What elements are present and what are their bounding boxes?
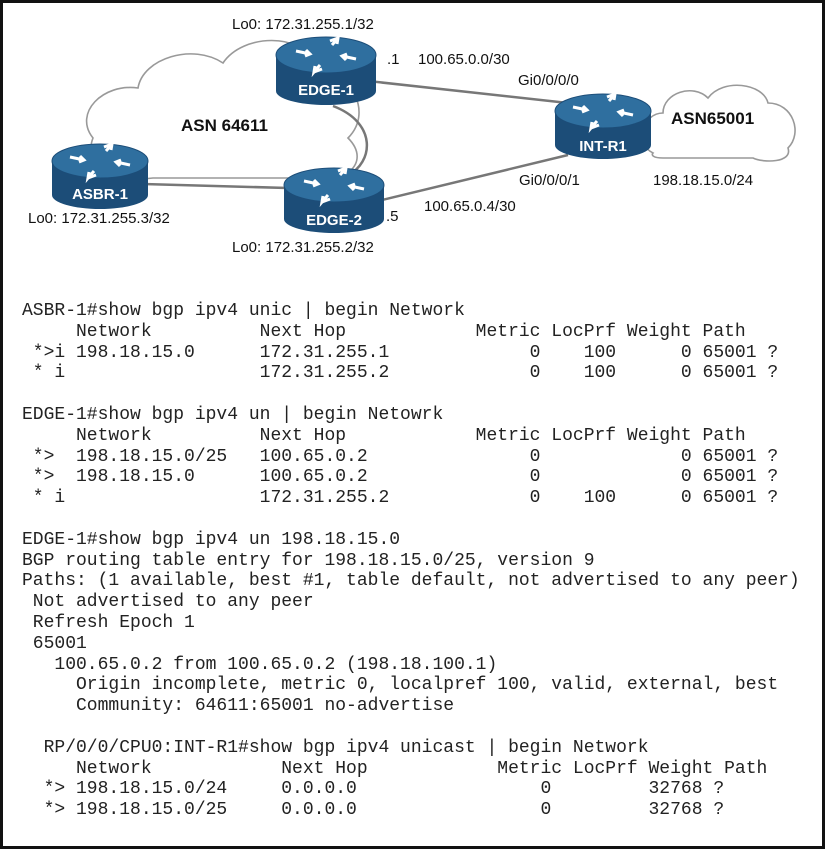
link-edge1-intr1	[367, 79, 569, 105]
network-topology-diagram: EDGE-1 EDGE-2 ASBR-1 INT-R1 Lo0: 172.31.…	[28, 16, 796, 256]
cli-table-row: *> 198.18.15.0/24 0.0.0.0 0 32768 ?	[22, 779, 725, 800]
cli-output: ASBR-1#show bgp ipv4 unic | begin Networ…	[22, 301, 800, 821]
link2-subnet-label: 100.65.0.4/30	[424, 198, 516, 215]
intr1-gi1-label: Gi0/0/0/1	[519, 172, 580, 189]
cli-output-line: Paths: (1 available, best #1, table defa…	[22, 571, 800, 592]
router-edge-1[interactable]: EDGE-1	[275, 36, 377, 105]
edge1-host-label: .1	[387, 51, 400, 68]
asn-64611-label: ASN 64611	[181, 116, 268, 135]
cli-table-header: Network Next Hop Metric LocPrf Weight Pa…	[22, 425, 746, 446]
cli-table-row: * i 172.31.255.2 0 100 0 65001 ?	[22, 363, 779, 384]
cli-command: RP/0/0/CPU0:INT-R1#show bgp ipv4 unicast…	[22, 737, 649, 758]
cli-table-header: Network Next Hop Metric LocPrf Weight Pa…	[22, 321, 746, 342]
cli-output-line: Refresh Epoch 1	[22, 612, 195, 633]
link-asbr1-edge2	[142, 182, 289, 190]
cli-blank-line	[22, 717, 800, 738]
link-edge2-intr1	[377, 153, 569, 203]
cli-output-line: Not advertised to any peer	[22, 592, 314, 613]
cli-output-line: 65001	[22, 633, 87, 654]
router-edge-2[interactable]: EDGE-2	[283, 166, 385, 233]
cli-table-row: *> 198.18.15.0/25 100.65.0.2 0 0 65001 ?	[22, 446, 779, 467]
cli-command: ASBR-1#show bgp ipv4 unic | begin Networ…	[22, 301, 465, 321]
router-name: EDGE-2	[306, 212, 362, 229]
cli-table-row: * i 172.31.255.2 0 100 0 65001 ?	[22, 488, 779, 509]
link1-subnet-label: 100.65.0.0/30	[418, 51, 510, 68]
cli-output-line: Origin incomplete, metric 0, localpref 1…	[22, 675, 779, 696]
router-name: ASBR-1	[72, 186, 128, 203]
cli-output-line: 100.65.0.2 from 100.65.0.2 (198.18.100.1…	[22, 654, 498, 675]
edge1-loopback-label: Lo0: 172.31.255.1/32	[232, 16, 374, 33]
cli-table-row: *> 198.18.15.0/25 0.0.0.0 0 32768 ?	[22, 800, 725, 821]
asn-65001-cloud	[641, 84, 796, 162]
asbr1-loopback-label: Lo0: 172.31.255.3/32	[28, 210, 170, 227]
cli-blank-line	[22, 384, 800, 405]
cli-output-line: BGP routing table entry for 198.18.15.0/…	[22, 550, 595, 571]
router-name: INT-R1	[579, 138, 627, 155]
cli-blank-line	[22, 509, 800, 530]
intr1-gi0-label: Gi0/0/0/0	[518, 72, 579, 89]
router-int-r1[interactable]: INT-R1	[554, 92, 652, 159]
cli-command: EDGE-1#show bgp ipv4 un 198.18.15.0	[22, 529, 401, 550]
cli-table-row: *> 198.18.15.0 100.65.0.2 0 0 65001 ?	[22, 467, 779, 488]
asn-65001-label: ASN65001	[671, 109, 754, 128]
cli-table-row: *>i 198.18.15.0 172.31.255.1 0 100 0 650…	[22, 342, 779, 363]
cli-command: EDGE-1#show bgp ipv4 un | begin Netowrk	[22, 404, 444, 425]
edge2-loopback-label: Lo0: 172.31.255.2/32	[232, 239, 374, 256]
router-name: EDGE-1	[298, 82, 354, 99]
router-asbr-1[interactable]: ASBR-1	[51, 142, 149, 209]
cli-table-header: Network Next Hop Metric LocPrf Weight Pa…	[22, 758, 768, 779]
external-prefix-label: 198.18.15.0/24	[653, 172, 753, 189]
cli-output-line: Community: 64611:65001 no-advertise	[22, 696, 455, 717]
edge2-host-label: .5	[386, 208, 399, 225]
